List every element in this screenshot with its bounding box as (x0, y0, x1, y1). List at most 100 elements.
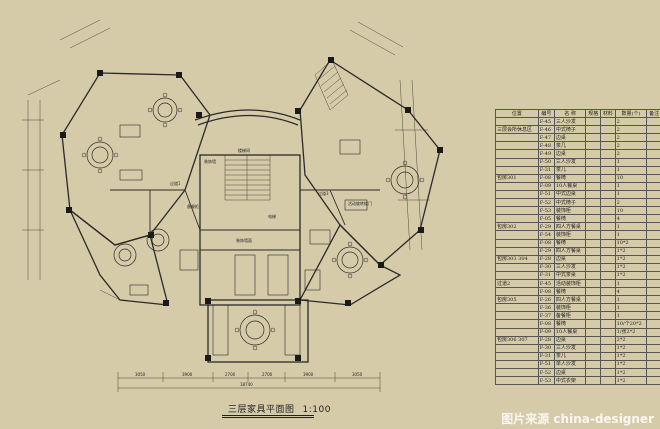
table-cell (495, 141, 539, 151)
table-cell (495, 157, 539, 167)
table-cell (585, 214, 602, 224)
table-cell (646, 287, 660, 297)
table-cell: 三层会所休息区 (495, 125, 539, 135)
table-cell (646, 214, 660, 224)
table-cell (646, 189, 660, 200)
table-cell (495, 181, 539, 191)
table-cell (646, 254, 660, 264)
right-dimension-lines (349, 21, 430, 251)
table-cell: F-31 (537, 351, 555, 361)
table-cell (585, 238, 602, 248)
table-cell (646, 335, 660, 345)
table-cell: 4 (614, 287, 648, 297)
table-cell (600, 303, 616, 313)
table-cell (585, 262, 602, 272)
table-cell: 10 (614, 206, 648, 216)
table-cell: F-52 (537, 367, 555, 378)
table-cell: F-53 (537, 206, 555, 216)
table-cell: 装饰柜 (553, 303, 587, 313)
table-cell (646, 311, 660, 321)
table-cell: 2 (614, 117, 648, 127)
table-cell (600, 246, 616, 256)
table-cell: 边桌 (553, 335, 587, 345)
table-cell (646, 141, 660, 151)
table-cell (646, 238, 660, 248)
dim-1: 3050 (135, 372, 146, 377)
table-cell: F-30 (537, 343, 555, 353)
table-cell (646, 376, 660, 386)
table-cell: 1 (614, 230, 648, 240)
table-cell (585, 319, 602, 329)
table-cell (585, 367, 602, 378)
table-cell: F-28 (537, 335, 555, 345)
table-cell: 包房302 (495, 222, 539, 232)
table-cell: 10人餐桌 (553, 327, 587, 337)
central-block (194, 109, 309, 363)
table-cell (585, 278, 602, 289)
table-cell (600, 343, 616, 353)
table-cell: 1*2 (614, 376, 648, 386)
table-cell: 1*2 (614, 351, 648, 361)
table-cell (585, 133, 602, 143)
table-cell (585, 117, 602, 127)
header-code: 编号 (537, 108, 555, 119)
table-cell: 1 (614, 311, 648, 321)
table-cell: 边桌 (553, 133, 587, 143)
table-cell: 活动装饰柜 (553, 278, 587, 289)
table-cell (600, 359, 616, 370)
table-cell (646, 222, 660, 232)
table-cell (600, 238, 616, 248)
table-cell (495, 262, 539, 272)
table-cell (646, 206, 660, 216)
table-cell: 10*2 (614, 238, 648, 248)
label-stair: 楼梯间 (238, 147, 250, 153)
label-deco-wall-1: 装饰墙 (204, 158, 216, 164)
table-cell: 边桌 (553, 367, 587, 378)
dim-6: 3050 (352, 372, 363, 377)
table-cell: F-31 (537, 165, 555, 175)
table-cell (646, 198, 660, 208)
table-cell (495, 343, 539, 353)
table-cell (646, 125, 660, 135)
table-cell (646, 246, 660, 256)
table-cell: 中式边桌 (553, 189, 587, 200)
table-cell (495, 230, 539, 240)
table-cell (646, 327, 660, 337)
columns (60, 57, 443, 361)
table-cell: 1 (614, 222, 648, 232)
table-cell: 包房301 (495, 173, 539, 183)
table-cell: F-51 (537, 189, 555, 200)
table-cell: 包房306 307 (495, 335, 539, 345)
table-cell (600, 181, 616, 191)
table-cell (646, 295, 660, 305)
table-cell (646, 230, 660, 240)
table-cell (600, 125, 616, 135)
table-cell: 2 (614, 133, 648, 143)
table-cell (585, 270, 602, 280)
table-cell: F-53 (537, 376, 555, 386)
table-cell: F-49 (537, 149, 555, 159)
table-cell: F-08 (537, 238, 555, 248)
table-cell (495, 311, 539, 321)
table-cell (646, 157, 660, 167)
table-cell: F-37 (537, 311, 555, 321)
table-cell: 1*2 (614, 343, 648, 353)
table-cell (600, 254, 616, 264)
table-cell: F-47 (537, 133, 555, 143)
header-qty: 数量(个) (614, 108, 648, 119)
table-cell: F-46 (537, 125, 555, 135)
